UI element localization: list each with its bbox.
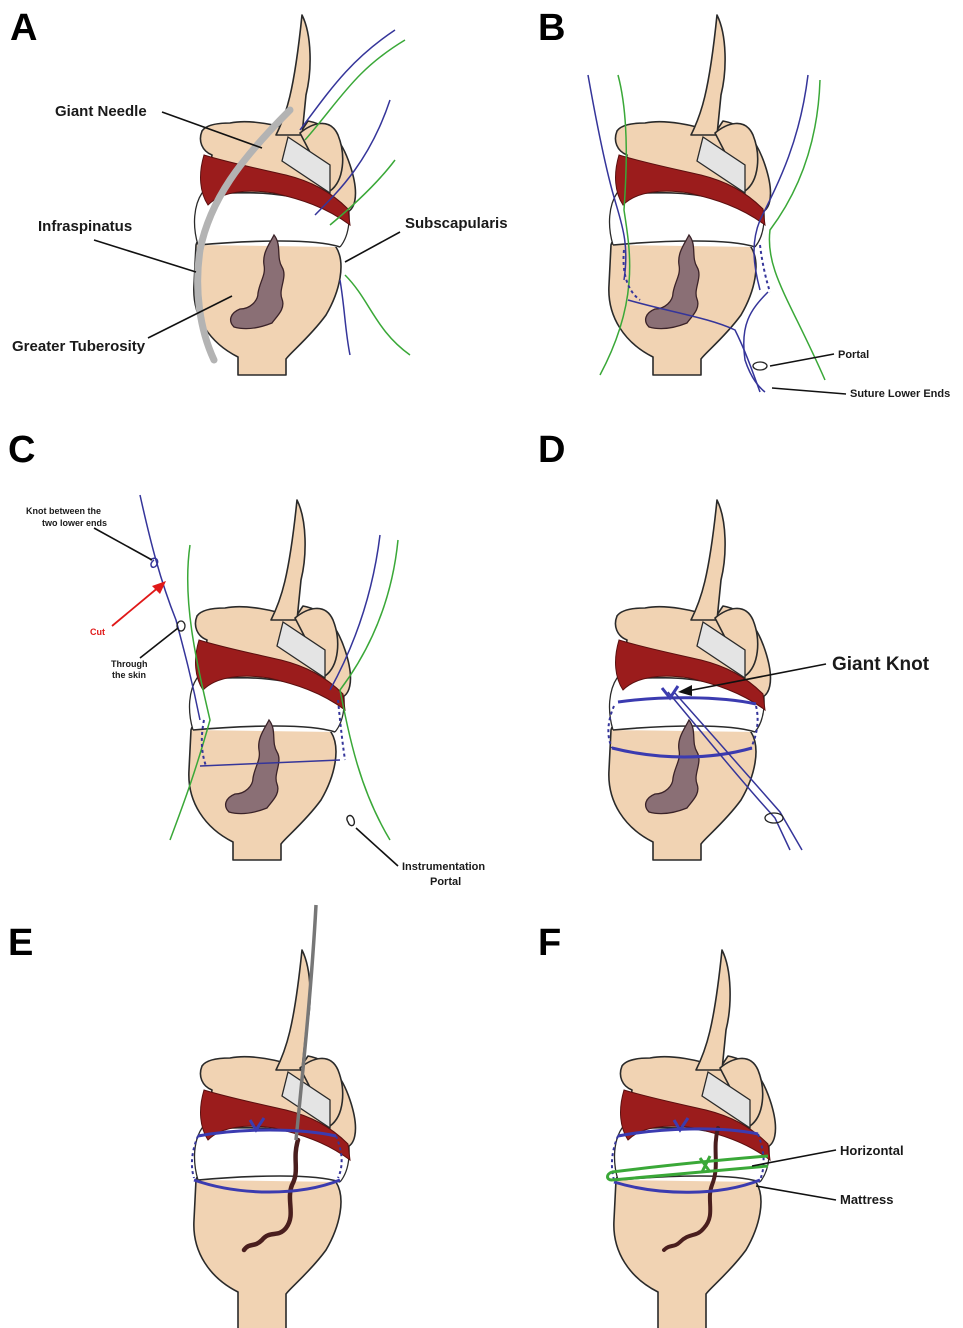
panel-d: D Giant Knot: [538, 429, 930, 860]
panel-e-shoulder-drawing: [194, 950, 356, 1328]
label-infraspinatus: Infraspinatus: [38, 218, 132, 235]
label-horizontal: Horizontal: [840, 1143, 904, 1158]
leader-suture-lower-ends: [772, 388, 846, 394]
panel-f: F Horizontal Mattress: [538, 922, 904, 1328]
panel-e-letter: E: [8, 922, 33, 964]
suture-dashed-b-right: [760, 245, 770, 292]
panel-b-letter: B: [538, 7, 565, 49]
suture-green-b-right: [769, 80, 825, 380]
suture-blue-c-left: [140, 495, 200, 720]
panel-f-letter: F: [538, 922, 561, 964]
leader-knot: [94, 528, 152, 560]
label-subscapularis: Subscapularis: [405, 215, 508, 232]
label-instr-line2: Portal: [430, 876, 461, 888]
suture-blue-b-crossing2: [744, 292, 768, 392]
horizontal-mattress-left-end: [608, 1172, 613, 1180]
label-giant-needle: Giant Needle: [55, 103, 147, 120]
label-through-line1: Through: [111, 659, 148, 669]
leader-through-skin: [140, 628, 178, 658]
suture-blue-a1: [300, 30, 395, 130]
panel-c-shoulder-drawing: [189, 500, 351, 860]
panel-e: E: [8, 905, 355, 1328]
label-portal: Portal: [838, 349, 869, 361]
panel-b-shoulder-drawing: [609, 15, 771, 375]
panel-b: B Portal Suture Lower Ends: [538, 7, 950, 400]
portal-ring-b: [753, 362, 767, 370]
panel-a: A Giant Needle Subscapularis Infraspinat…: [10, 7, 508, 375]
label-greater-tuberosity: Greater Tuberosity: [12, 338, 146, 355]
cut-arrow: [112, 586, 160, 626]
label-giant-knot: Giant Knot: [832, 654, 930, 675]
panel-c-letter: C: [8, 429, 35, 471]
instrumentation-portal-loop: [347, 816, 355, 826]
leader-infraspinatus: [94, 240, 196, 272]
leader-portal: [770, 354, 834, 366]
label-suture-lower-ends: Suture Lower Ends: [850, 388, 950, 400]
label-mattress: Mattress: [840, 1192, 893, 1207]
label-instr-line1: Instrumentation: [402, 861, 485, 873]
label-through-line2: the skin: [112, 670, 146, 680]
panel-c: C Knot between the two lower ends Cut Th…: [8, 429, 485, 888]
leader-instrumentation-portal: [356, 828, 398, 866]
label-cut: Cut: [90, 627, 105, 637]
suture-blue-a3: [340, 280, 350, 355]
suture-green-a3: [345, 275, 410, 355]
label-knot-line2: two lower ends: [42, 518, 107, 528]
panel-a-letter: A: [10, 7, 37, 49]
panel-f-shoulder-drawing: [614, 950, 776, 1328]
leader-subscapularis: [345, 232, 400, 262]
panel-d-letter: D: [538, 429, 565, 471]
leader-mattress: [756, 1186, 836, 1200]
label-knot-line1: Knot between the: [26, 506, 101, 516]
